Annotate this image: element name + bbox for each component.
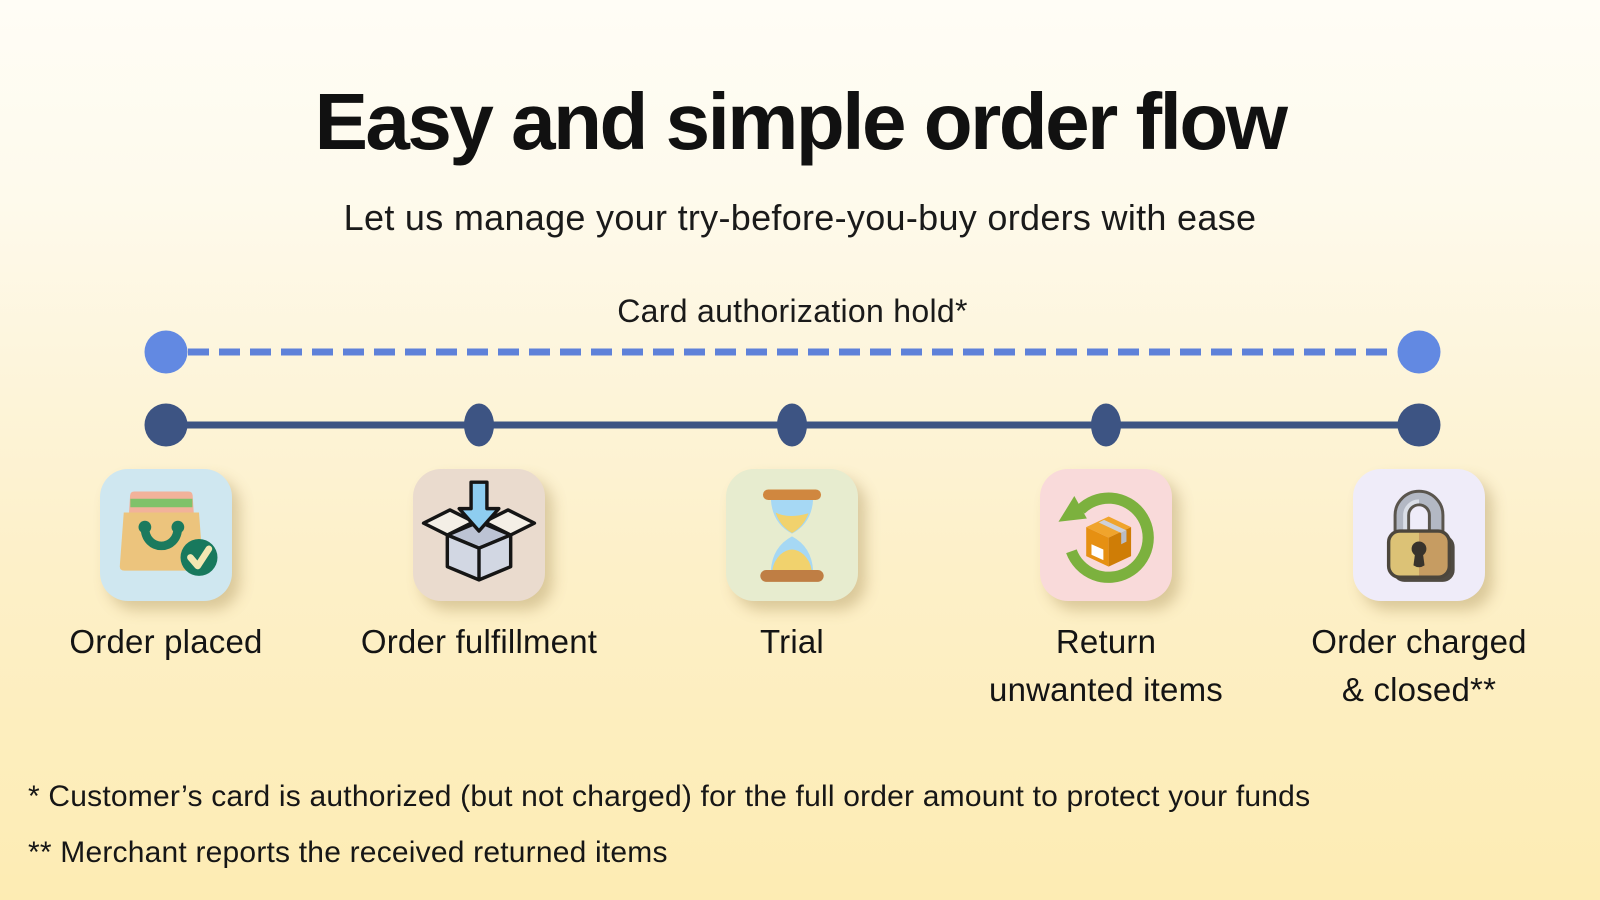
step-label: Return unwanted items: [989, 623, 1223, 708]
return-package-icon: [1058, 492, 1154, 583]
step-card: [726, 469, 858, 601]
timeline-dot-order-placed: [144, 403, 188, 447]
shopping-bag-check-icon: [119, 491, 218, 576]
step-label: Order placed: [69, 623, 263, 660]
page-subtitle: Let us manage your try-before-you-buy or…: [343, 197, 1257, 238]
dashed-line-start-dot: [144, 330, 188, 374]
timeline-dot-order-closed: [1397, 403, 1441, 447]
card-authorization-hold-label: Card authorization hold*: [617, 293, 968, 329]
open-box-receive-icon: [421, 480, 537, 582]
step-order-fulfillment: Order fulfillment: [319, 469, 639, 666]
step-label: Trial: [760, 623, 824, 660]
padlock-icon: [1386, 489, 1455, 582]
footnotes: * Customer’s card is authorized (but not…: [28, 776, 1568, 887]
step-order-placed: Order placed: [6, 469, 326, 666]
step-card: [1353, 469, 1485, 601]
step-label: Order charged & closed**: [1311, 623, 1527, 708]
step-trial: Trial: [632, 469, 952, 666]
footnote-card-authorization: * Customer’s card is authorized (but not…: [28, 780, 1311, 813]
timeline-dot-order-fulfillment: [464, 403, 494, 447]
step-order-charged-closed: Order charged & closed**: [1259, 469, 1579, 714]
page-title: Easy and simple order flow: [314, 77, 1288, 166]
hourglass-icon: [760, 489, 824, 582]
timeline-dot-trial: [777, 403, 807, 447]
step-card: [100, 469, 232, 601]
step-return-unwanted-items: Return unwanted items: [946, 469, 1266, 714]
step-card: [413, 469, 545, 601]
dashed-line-end-dot: [1397, 330, 1441, 374]
step-card: [1040, 469, 1172, 601]
footnote-merchant-reports: ** Merchant reports the received returne…: [28, 835, 668, 869]
timeline-dot-return: [1091, 403, 1121, 447]
step-label: Order fulfillment: [360, 623, 598, 660]
